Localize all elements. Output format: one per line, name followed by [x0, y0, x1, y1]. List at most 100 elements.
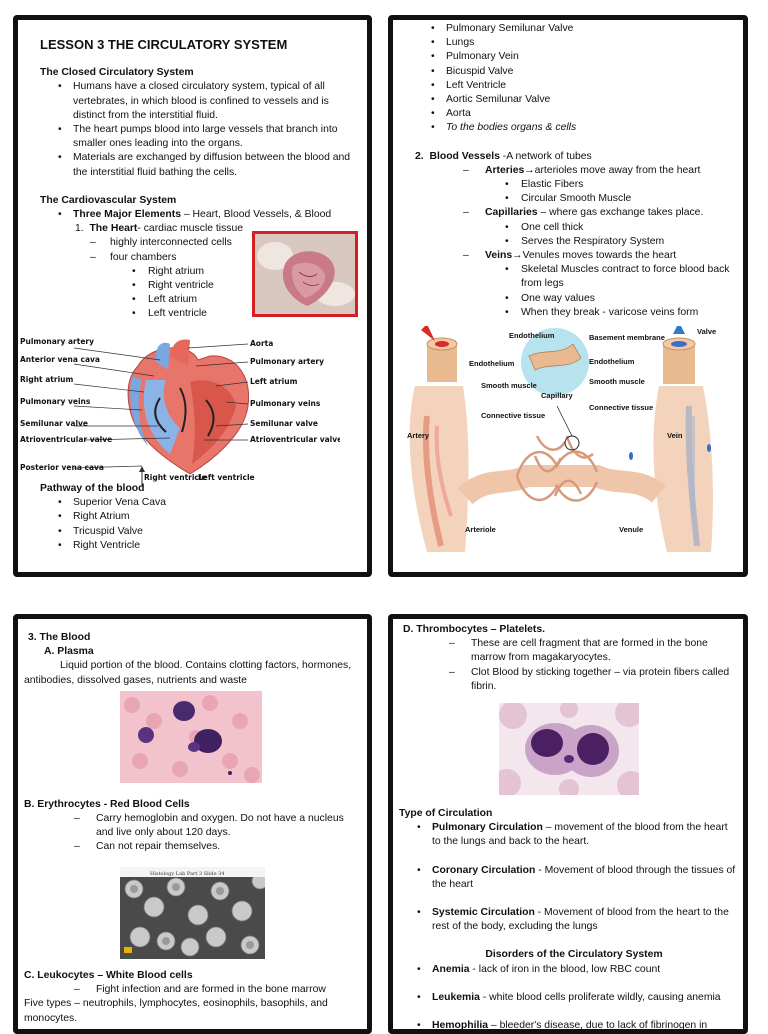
- list-item: Capillaries – where gas exchange takes p…: [413, 206, 733, 220]
- vessels-heading: 2. Blood Vessels -A network of tubes: [413, 150, 733, 164]
- list-item: Serves the Respiratory System: [413, 235, 733, 249]
- pulmonary-rest: – movement of the blood from the heart t…: [432, 822, 728, 848]
- leuko-block: C. Leukocytes – White Blood cells Fight …: [24, 969, 364, 1026]
- label-basement-membrane: Basement membrane: [589, 333, 665, 342]
- capillaries-bold: Capillaries: [485, 207, 538, 219]
- list-item: Superior Vena Cava: [40, 496, 360, 510]
- list-item: Humans have a closed circulatory system,…: [40, 80, 353, 123]
- list-item: Materials are exchanged by diffusion bet…: [40, 151, 353, 179]
- heart-num: 1.: [75, 223, 84, 235]
- vessels-rest: -A network of tubes: [499, 150, 592, 162]
- label-left-atrium: Left atrium: [250, 377, 298, 386]
- list-item: Tricuspid Valve: [40, 525, 360, 539]
- list-item: Veins→Venules moves towards the heart: [413, 249, 733, 263]
- label-anterior-vena-cava: Anterior vena cava: [20, 355, 100, 364]
- list-item: Skeletal Muscles contract to force blood…: [413, 263, 733, 291]
- label-left-ventricle: Left ventricle: [198, 473, 255, 482]
- leukemia-bold: Leukemia: [432, 991, 480, 1003]
- closed-list: Humans have a closed circulatory system,…: [40, 80, 353, 179]
- label-endothelium-inset: Endothelium: [509, 331, 555, 340]
- label-aorta: Aorta: [250, 339, 273, 348]
- list-item: These are cell fragment that are formed …: [399, 637, 733, 665]
- leuko-types: Five types – neutrophils, lymphocytes, e…: [24, 998, 328, 1024]
- panel-circulatory-system: LESSON 3 THE CIRCULATORY SYSTEM The Clos…: [13, 15, 372, 577]
- pulmonary-bold: Pulmonary Circulation: [432, 822, 543, 834]
- hemophilia-bold: Hemophilia: [432, 1020, 489, 1032]
- label-pulmonary-veins-right: Pulmonary veins: [250, 399, 321, 408]
- list-item: Aortic Semilunar Valve: [413, 93, 733, 107]
- list-item: highly interconnected cells: [40, 236, 353, 250]
- heart-bold: The Heart: [89, 223, 138, 235]
- erythro-list: Carry hemoglobin and oxygen. Do not have…: [24, 812, 364, 855]
- list-item: One way values: [413, 292, 733, 306]
- coronary-bold: Coronary Circulation: [432, 864, 536, 876]
- plasma-text: Liquid portion of the blood. Contains cl…: [24, 660, 352, 686]
- vessels-num: 2.: [415, 150, 424, 162]
- label-artery: Artery: [407, 431, 430, 440]
- label-av-valve-left: Atrioventricular valve: [20, 435, 112, 444]
- platelet-micrograph: [493, 699, 645, 799]
- anemia-rest: - lack of iron in the blood, low RBC cou…: [469, 963, 661, 975]
- list-item: Pulmonary Vein: [413, 50, 733, 64]
- three-major-bold: Three Major Elements: [73, 209, 181, 221]
- list-item: Hemophilia – bleeder's disease, due to l…: [399, 1019, 739, 1032]
- capillaries-rest: – where gas exchange takes place.: [537, 207, 704, 219]
- label-connective-left: Connective tissue: [481, 411, 545, 420]
- list-item: Systemic Circulation - Movement of blood…: [399, 906, 739, 934]
- panel-thrombocytes: D. Thrombocytes – Platelets. These are c…: [388, 614, 748, 1034]
- list-item: Right ventricle: [40, 279, 353, 293]
- label-smooth-muscle-right: Smooth muscle: [589, 377, 645, 386]
- list-item: One cell thick: [413, 221, 733, 235]
- vessel-diagram: Endothelium Smooth muscle Connective tis…: [397, 322, 727, 556]
- rbc-micrograph: Histology Lab Part 3 Slide 34: [120, 867, 269, 959]
- label-valve: Valve: [697, 327, 716, 336]
- list-item: To the bodies organs & cells: [413, 121, 733, 135]
- heart-line: 1. The Heart- cardiac muscle tissue: [40, 222, 353, 236]
- label-av-valve-right: Atrioventricular valve: [250, 435, 340, 444]
- label-semilunar-valve-right: Semilunar valve: [250, 419, 318, 428]
- list-item: Can not repair themselves.: [24, 840, 364, 854]
- veins-rest: Venules moves towards the heart: [522, 250, 677, 262]
- list-item: Right atrium: [40, 265, 353, 279]
- arrow-icon: →: [512, 250, 523, 262]
- anemia-bold: Anemia: [432, 963, 470, 975]
- label-endothelium-left: Endothelium: [469, 359, 515, 368]
- pathway-block: Pathway of the blood Superior Vena Cava …: [40, 482, 360, 553]
- three-major-rest: – Heart, Blood Vessels, & Blood: [180, 209, 332, 221]
- label-vein: Vein: [667, 431, 683, 440]
- list-item: Leukemia - white blood cells proliferate…: [399, 991, 739, 1005]
- list-item: When they break - varicose veins form: [413, 306, 733, 320]
- list-item: Carry hemoglobin and oxygen. Do not have…: [24, 812, 364, 840]
- disorders-heading: Disorders of the Circulatory System: [485, 949, 663, 961]
- vessels-bold: Blood Vessels: [429, 150, 500, 162]
- type-heading: Type of Circulation: [399, 808, 493, 819]
- list-item: Lungs: [413, 36, 733, 50]
- list-item: Right Atrium: [40, 510, 360, 524]
- list-item: Bicuspid Valve: [413, 65, 733, 79]
- systemic-rest: - Movement of blood from the heart to th…: [432, 907, 729, 933]
- list-item: Left atrium: [40, 293, 353, 307]
- plasma-label: A. Plasma: [44, 646, 94, 658]
- lesson-title: LESSON 3 THE CIRCULATORY SYSTEM: [40, 37, 288, 52]
- label-arteriole: Arteriole: [465, 525, 496, 534]
- label-pulmonary-artery-right: Pulmonary artery: [250, 357, 324, 366]
- panel-the-blood: 3. The Blood A. Plasma Liquid portion of…: [13, 614, 372, 1034]
- closed-heading: The Closed Circulatory System: [40, 67, 194, 79]
- list-item: Right Ventricle: [40, 539, 360, 553]
- list-item: Pulmonary Semilunar Valve: [413, 22, 733, 36]
- list-item: four chambers: [40, 251, 353, 265]
- arteries-rest: arterioles move away from the heart: [534, 164, 701, 176]
- list-item: Elastic Fibers: [413, 178, 733, 192]
- blood-heading: 3. The Blood: [28, 632, 91, 643]
- heart-photo: [252, 231, 358, 317]
- label-endothelium-right: Endothelium: [589, 357, 635, 366]
- list-item: Circular Smooth Muscle: [413, 192, 733, 206]
- label-venule: Venule: [619, 525, 643, 534]
- leukemia-rest: - white blood cells proliferate wildly, …: [479, 991, 721, 1003]
- coronary-rest: - Movement of blood through the tissues …: [432, 864, 736, 890]
- list-item: Arteries→arterioles move away from the h…: [413, 164, 733, 178]
- label-pulmonary-veins-left: Pulmonary veins: [20, 397, 91, 406]
- erythro-heading: B. Erythrocytes - Red Blood Cells: [24, 799, 190, 810]
- cardio-heading: The Cardiovascular System: [40, 194, 177, 206]
- arteries-bold: Arteries: [485, 164, 525, 176]
